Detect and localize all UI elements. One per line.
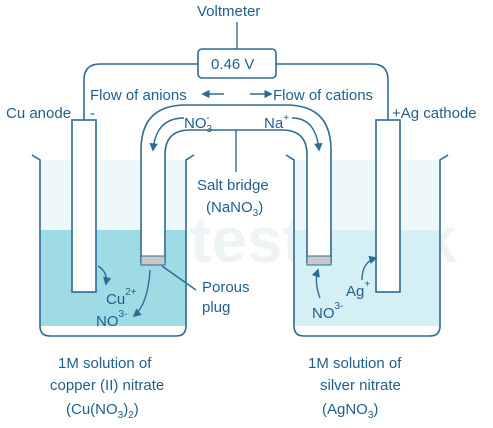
porous-plug-label-line2: plug [202, 299, 230, 316]
silver-electrode [375, 119, 401, 293]
copper-ion-arrow [97, 265, 112, 286]
salt-bridge-label: Salt bridge [197, 177, 269, 194]
copper-electrode [71, 119, 97, 293]
anode-label: Cu anode [6, 105, 71, 122]
porous-plug-label-line1: Porous [202, 279, 250, 296]
right-wire [276, 63, 389, 120]
cation-flow-label: Flow of cations [273, 87, 373, 104]
copper-ion: Cu2+ [106, 287, 137, 308]
bridge-anion-arrow [149, 117, 185, 152]
right-nitrate-ion: NO3- [312, 301, 343, 322]
left-wire [83, 63, 198, 120]
right-solution-formula: (AgNO3) [322, 401, 378, 421]
voltmeter-reading: 0.46 V [211, 56, 254, 73]
silver-ion: Ag+ [346, 279, 370, 300]
right-solution-line2: silver nitrate [320, 377, 401, 394]
porous-plug-left [140, 255, 166, 266]
right-nitrate-arrow [311, 268, 321, 299]
salt-bridge-tube [140, 104, 332, 263]
salt-bridge-formula: (NaNO3) [206, 199, 263, 219]
right-solution-line1: 1M solution of [308, 355, 402, 372]
voltmeter-box [197, 48, 277, 79]
bridge-anion: NO3- [184, 113, 213, 135]
voltmeter-label: Voltmeter [197, 3, 260, 20]
right-beaker [285, 154, 449, 337]
left-nitrate-ion: NO3- [96, 309, 127, 330]
left-nitrate-arrow [132, 269, 151, 318]
left-beaker [31, 154, 195, 337]
left-solution-line2: copper (II) nitrate [50, 377, 164, 394]
left-solution-line1: 1M solution of [58, 355, 152, 372]
anion-flow-label: Flow of anions [90, 87, 187, 104]
porous-plug-right [306, 255, 332, 266]
cathode-label: +Ag cathode [392, 105, 477, 122]
bridge-cation-arrow [291, 117, 323, 152]
bridge-cation: Na+ [264, 113, 289, 132]
left-solution-formula: (Cu(NO3)2) [66, 401, 139, 421]
silver-ion-arrow [361, 255, 378, 281]
porous-plug-leader [161, 265, 197, 291]
anode-sign: - [90, 105, 95, 122]
